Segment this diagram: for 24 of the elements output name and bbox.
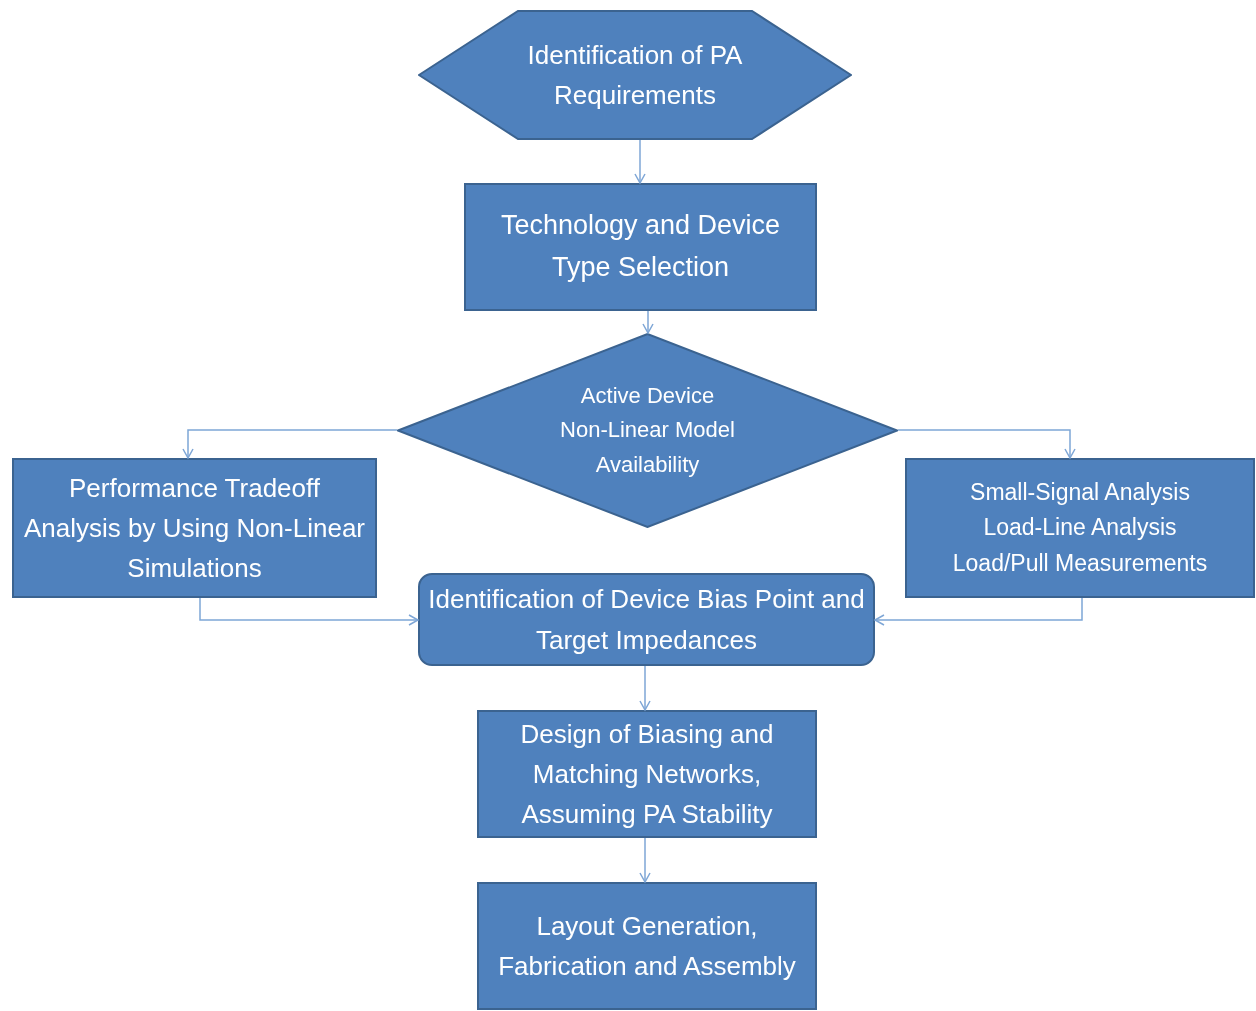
process-box (477, 710, 817, 838)
node-label: Small-Signal Analysis (970, 477, 1190, 507)
node-label: Active Device Non-Linear Model Availability (559, 382, 736, 479)
arrow (639, 665, 651, 711)
process-box (12, 458, 377, 598)
node-label: Load-Line Analysis (983, 513, 1177, 543)
arrow (199, 597, 419, 626)
node-label: Identification of Device Bias Point and Target Impedances (427, 583, 866, 657)
arrow (639, 837, 651, 883)
arrow (897, 429, 1076, 459)
arrow (874, 597, 1083, 626)
node-label: Technology and Device Type Selection (499, 209, 782, 284)
node-label: Load/Pull Measurements (952, 548, 1208, 578)
process-box (464, 183, 817, 311)
node-label: Identification of PA Requirements (526, 38, 744, 112)
node-label: Design of Biasing and Matching Networks, Assuming PA Stability (519, 717, 775, 832)
process-box (418, 573, 875, 666)
arrow (642, 310, 654, 334)
node-label: Layout Generation, Fabrication and Assembly (497, 909, 797, 983)
process-box (477, 882, 817, 1010)
arrow (182, 429, 398, 459)
arrow (634, 139, 646, 184)
node-label: Performance Tradeoff Analysis by Using Non-Linear Simulations (22, 471, 366, 586)
process-box (905, 458, 1255, 598)
